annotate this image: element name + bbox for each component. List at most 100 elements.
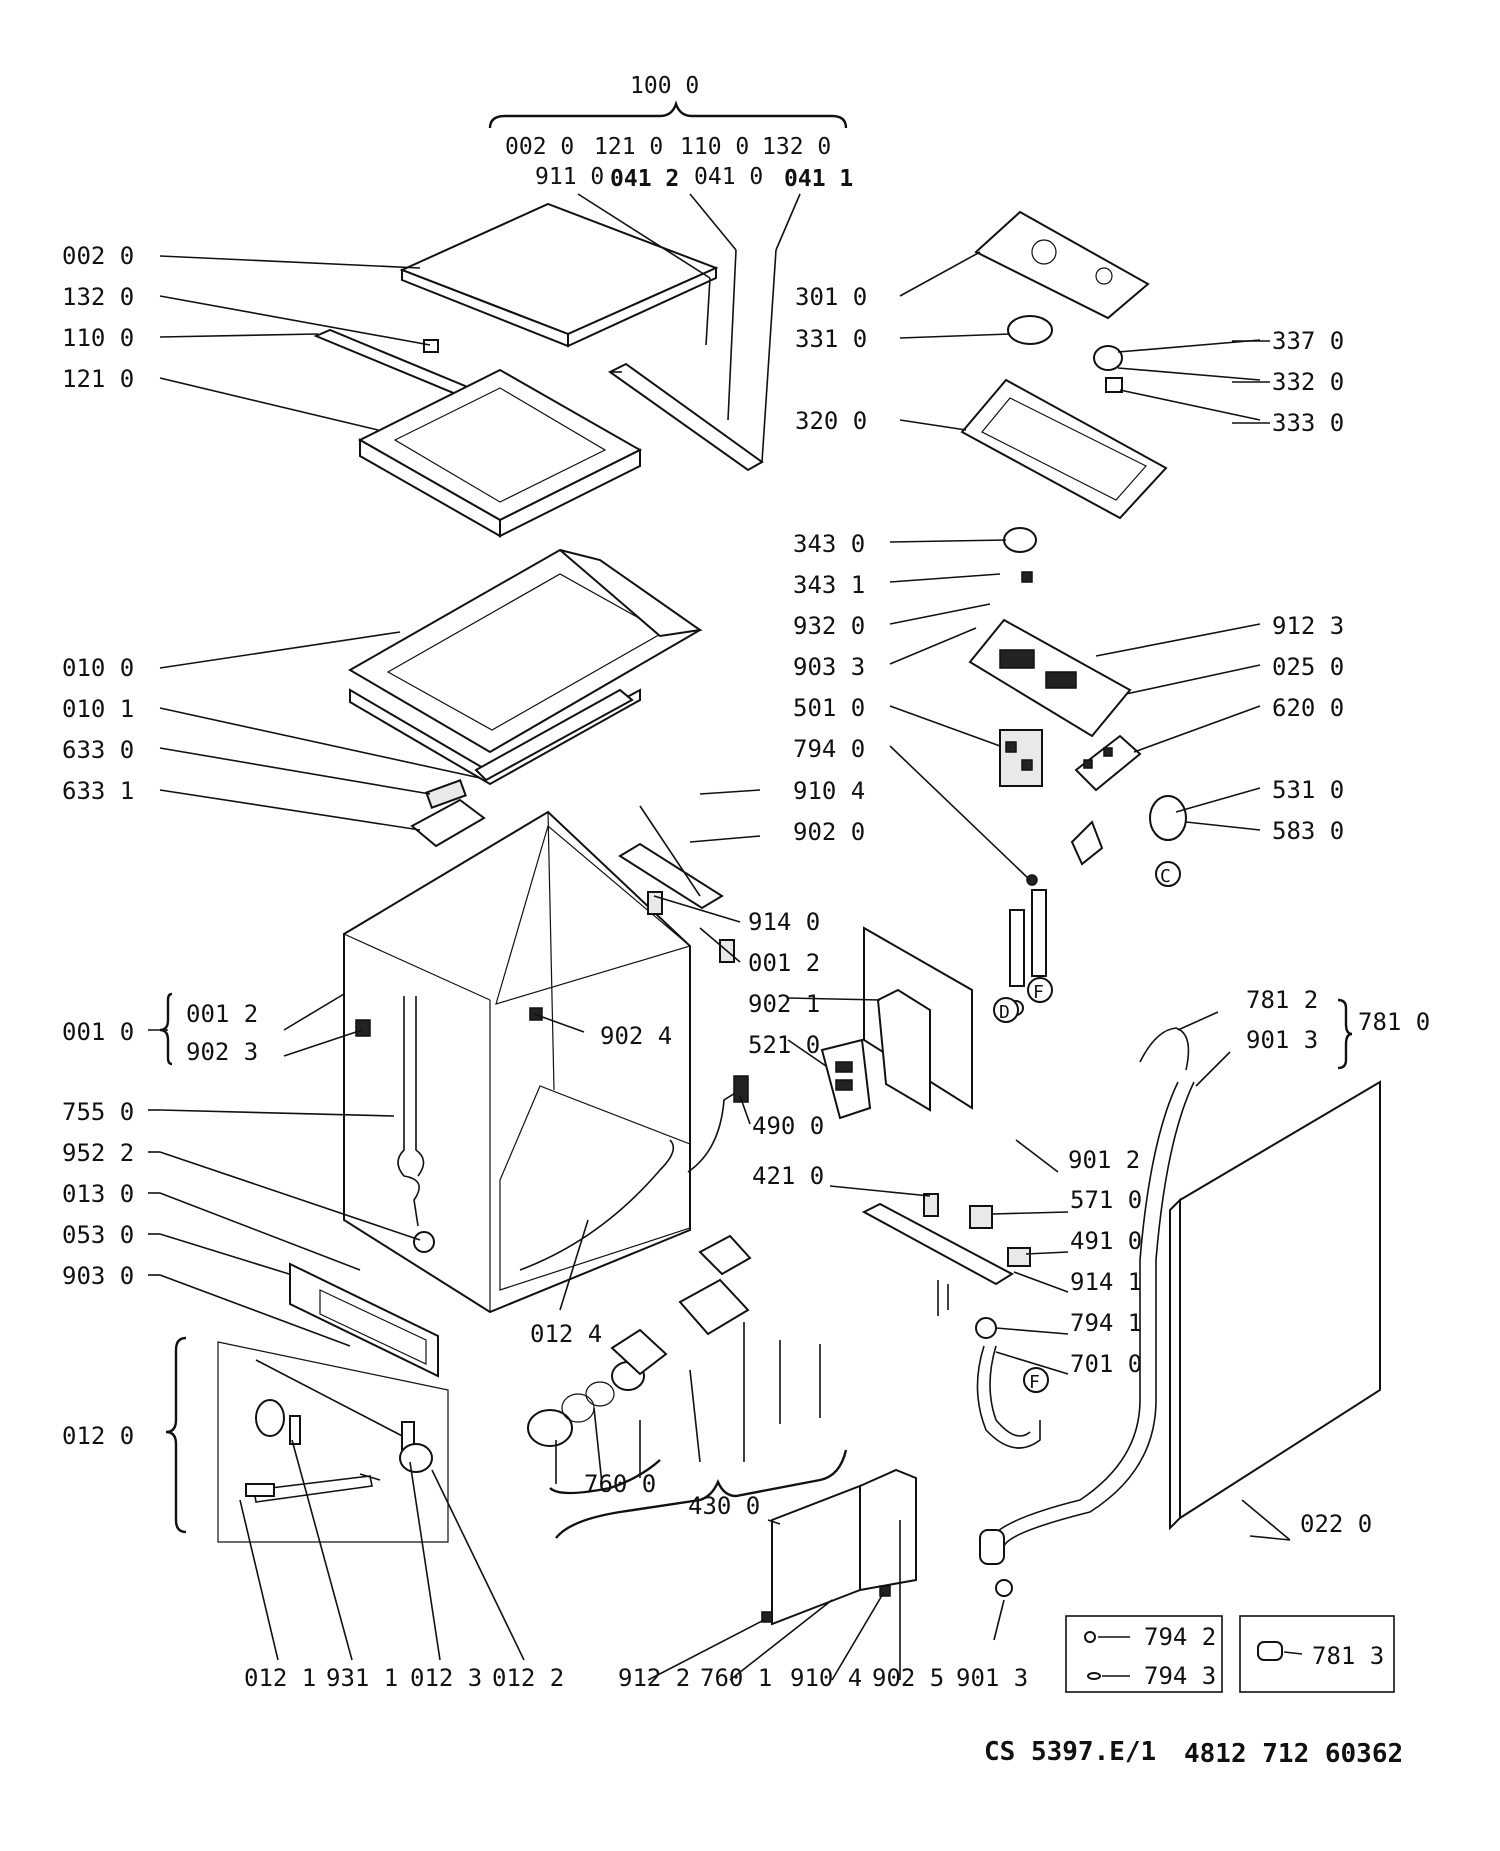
label-491-0: 491 0	[1070, 1227, 1142, 1255]
cabinet-leaders	[159, 789, 761, 1347]
bar-part	[313, 328, 473, 396]
kit-box-781	[1239, 1615, 1395, 1693]
label-501-0: 501 0	[793, 694, 865, 722]
top-cover-part	[399, 202, 719, 336]
pipe-part	[1031, 889, 1047, 977]
label-902-4: 902 4	[600, 1022, 672, 1050]
label-755-0: 755 0	[62, 1098, 134, 1126]
label-010-0: 010 0	[62, 654, 134, 682]
lid-assembly	[313, 202, 764, 538]
label-013-0: 013 0	[62, 1180, 134, 1208]
footer-number: 4812 712 60362	[1184, 1739, 1403, 1769]
cam-part	[399, 1443, 433, 1473]
group-row1-1: 002 0	[505, 134, 574, 160]
label-012-3: 012 3	[410, 1664, 482, 1692]
label-781-3: 781 3	[1312, 1642, 1384, 1670]
connector-f2-text: F	[1029, 1372, 1040, 1393]
group-row1-2: 121 0	[594, 134, 663, 160]
hose-701-part	[976, 1345, 1041, 1449]
label-583-0: 583 0	[1272, 817, 1344, 845]
label-132-0: 132 0	[62, 283, 134, 311]
label-633-1: 633 1	[62, 777, 134, 805]
label-620-0: 620 0	[1272, 694, 1344, 722]
label-914-0: 914 0	[748, 908, 820, 936]
rear-hose-leaders	[993, 1011, 1231, 1641]
kit-box-1	[1065, 1615, 1223, 1693]
lid-leaders	[159, 193, 801, 463]
label-571-0: 571 0	[1070, 1186, 1142, 1214]
label-025-0: 025 0	[1272, 653, 1344, 681]
label-022-0: 022 0	[1300, 1510, 1372, 1538]
lid-frame-part	[357, 368, 643, 522]
label-110-0: 110 0	[62, 324, 134, 352]
connector-d-bubble	[993, 997, 1019, 1023]
label-901-2: 901 2	[1068, 1146, 1140, 1174]
label-331-0: 331 0	[795, 325, 867, 353]
label-421-0: 421 0	[752, 1162, 824, 1190]
label-002-0: 002 0	[62, 242, 134, 270]
label-912-3: 912 3	[1272, 612, 1344, 640]
cabinet-assembly	[343, 810, 749, 1314]
label-490-0: 490 0	[752, 1112, 824, 1140]
programmer-assembly	[968, 527, 1187, 977]
label-531-0: 531 0	[1272, 776, 1344, 804]
label-931-1: 931 1	[326, 1664, 398, 1692]
label-794-3: 794 3	[1144, 1662, 1216, 1690]
programmer-leaders	[889, 539, 1261, 881]
label-121-0: 121 0	[62, 365, 134, 393]
knob-part	[1007, 315, 1053, 345]
label-701-0: 701 0	[1070, 1350, 1142, 1378]
label-914-1: 914 1	[1070, 1268, 1142, 1296]
label-332-0: 332 0	[1272, 368, 1344, 396]
label-903-3: 903 3	[793, 653, 865, 681]
connector-f2-bubble	[1023, 1367, 1049, 1393]
subassembly-012	[217, 1341, 449, 1543]
label-781-2: 781 2	[1246, 986, 1318, 1014]
kit-box-2	[1239, 1615, 1395, 1693]
subassembly-brace	[165, 1336, 187, 1534]
cabinet-part	[343, 810, 691, 1314]
label-902-1: 902 1	[748, 990, 820, 1018]
connector-f-bubble	[1027, 977, 1053, 1003]
selector-switch-part	[1149, 795, 1187, 841]
group-row1-3: 110 0	[680, 134, 749, 160]
label-902-3: 902 3	[186, 1038, 258, 1066]
label-012-2: 012 2	[492, 1664, 564, 1692]
group-row2-2: 041 2	[610, 166, 679, 192]
inner-lid-leaders	[159, 631, 481, 831]
label-001-2b: 001 2	[186, 1000, 258, 1028]
subassembly-leaders	[239, 1439, 525, 1661]
group-row2-1: 911 0	[535, 164, 604, 190]
label-012-4: 012 4	[530, 1320, 602, 1348]
lever-part	[253, 1475, 373, 1503]
label-781-0: 781 0	[1358, 1008, 1430, 1036]
subassembly-frame	[217, 1341, 449, 1543]
kit-box-794	[1065, 1615, 1223, 1693]
connector-c-bubble	[1155, 861, 1181, 887]
valve-part	[969, 1205, 993, 1229]
pulley-part	[255, 1399, 285, 1437]
panel-frame-part	[960, 378, 1168, 520]
label-901-3a: 901 3	[1246, 1026, 1318, 1054]
label-053-0: 053 0	[62, 1221, 134, 1249]
label-521-0: 521 0	[748, 1031, 820, 1059]
door-assembly	[1169, 1080, 1381, 1541]
control-panel-assembly	[960, 210, 1168, 520]
front-panel-assembly	[289, 1262, 439, 1378]
cover-plate-assembly	[787, 926, 973, 1120]
base-bracket-part	[771, 1484, 861, 1626]
label-320-0: 320 0	[795, 407, 867, 435]
label-760-0: 760 0	[584, 1470, 656, 1498]
control-panel-part	[974, 210, 1150, 320]
label-912-2: 912 2	[618, 1664, 690, 1692]
bracket-plate-part	[876, 988, 931, 1112]
drain-hose-long-part	[989, 1081, 1179, 1541]
inner-lid-assembly	[348, 548, 703, 848]
door-panel-part	[1179, 1080, 1381, 1520]
pump-assembly	[527, 1234, 848, 1539]
label-903-0: 903 0	[62, 1262, 134, 1290]
label-010-1: 010 1	[62, 695, 134, 723]
label-001-2a: 001 2	[748, 949, 820, 977]
hinge-bar-part	[474, 688, 634, 782]
connector-c-text: C	[1160, 866, 1171, 887]
